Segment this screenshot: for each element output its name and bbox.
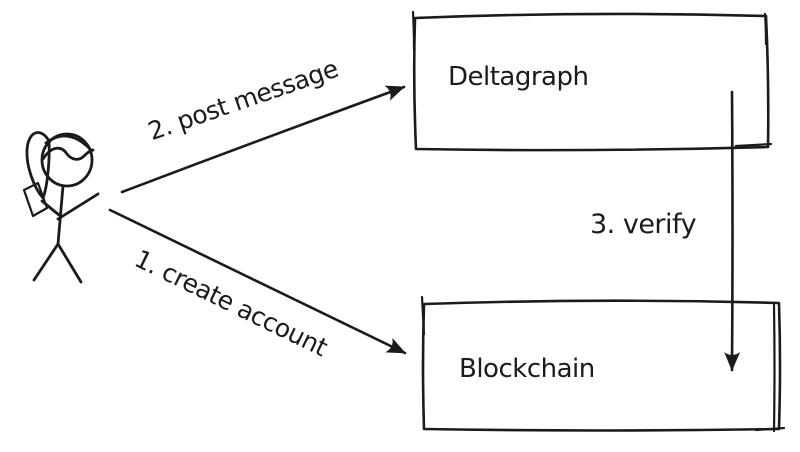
deltagraph-label: Deltagraph [448,62,589,92]
body [56,184,65,246]
deltagraph-box [411,10,773,152]
held-object [22,181,49,218]
sketch-overshoot [763,12,768,46]
verify-edge-label: 3. verify [590,209,697,240]
stick-figure-person-icon [22,131,100,284]
arrow-create-account [108,208,407,355]
sketch-overshoot [754,426,786,432]
head [40,132,94,188]
head-sketch-stroke [44,134,93,152]
sketch-overshoot [734,142,773,148]
arrow-verify [724,90,741,372]
right-arm [56,192,100,221]
right-leg [56,242,83,284]
sketch-overshoot [420,295,426,336]
left-leg [32,242,60,282]
left-arm [40,199,61,217]
sketch-overshoot [772,303,776,433]
blockchain-label: Blockchain [459,354,595,384]
hair-ponytail [25,131,51,200]
sketch-overshoot [411,10,416,52]
hair-wave [41,146,95,161]
arrow-post-message [120,85,406,194]
blockchain-box [420,295,786,433]
